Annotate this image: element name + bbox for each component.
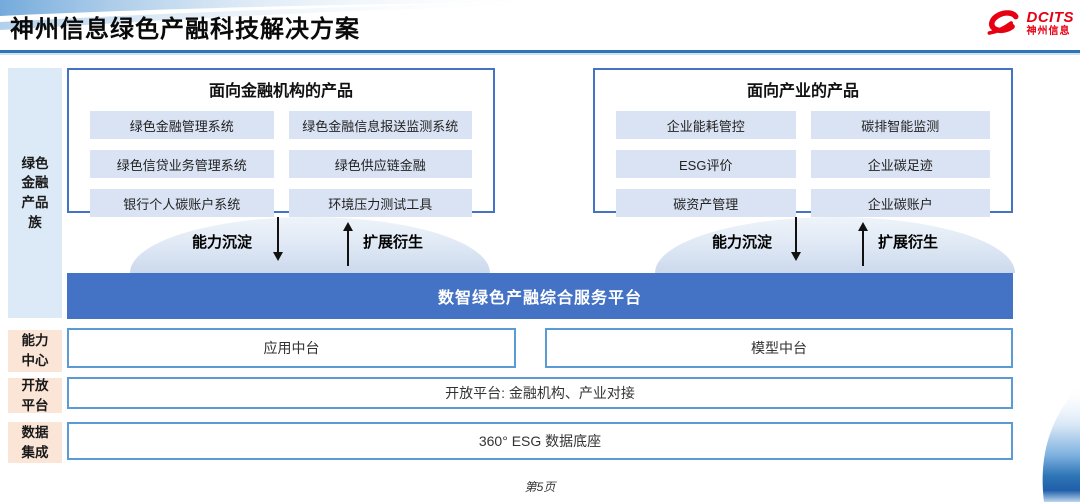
finance-product-item: 绿色金融管理系统 [90,111,274,139]
up-arrow-icon [858,222,868,266]
page-title: 神州信息绿色产融科技解决方案 [10,16,360,43]
digital-green-platform-bar: 数智绿色产融综合服务平台 [67,273,1013,319]
flow-label-expansion-derivation: 扩展衍生 [363,234,424,251]
finance-product-item: 绿色信贷业务管理系统 [90,150,274,178]
esg-data-base-box: 360° ESG 数据底座 [67,422,1013,460]
industry-product-item: ESG评价 [616,150,796,178]
industry-products-grid: 企业能耗管控 碳排智能监测 ESG评价 企业碳足迹 碳资产管理 企业碳账户 [616,111,990,217]
finance-products-box: 面向金融机构的产品 绿色金融管理系统 绿色金融信息报送监测系统 绿色信贷业务管理… [67,68,495,217]
sidebar-data-integration: 数据 集成 [8,422,62,463]
dcits-logo: DCITS 神州信息 [983,8,1075,38]
sidebar-green-finance-family: 绿色 金融 产品 族 [8,68,62,318]
open-platform-row-box: 开放平台: 金融机构、产业对接 [67,377,1013,409]
flow-label-capability-settling: 能力沉淀 [192,234,253,251]
sidebar-open-platform: 开放 平台 [8,378,62,413]
logo-brand-cn-text: 神州信息 [1026,25,1071,37]
finance-product-item: 银行个人碳账户系统 [90,189,274,217]
dcits-logo-icon [987,10,1018,35]
title-divider [0,50,1080,53]
industry-product-item: 企业能耗管控 [616,111,796,139]
industry-product-item: 企业碳足迹 [810,150,990,178]
finance-products-grid: 绿色金融管理系统 绿色金融信息报送监测系统 绿色信贷业务管理系统 绿色供应链金融… [90,111,472,217]
model-middle-platform-box: 模型中台 [545,328,1013,368]
finance-product-item: 绿色金融信息报送监测系统 [288,111,472,139]
page-number: 第5页 [524,480,556,494]
logo-brand-text: DCITS [1026,8,1074,26]
application-middle-platform-box: 应用中台 [67,328,516,368]
right-dome-decoration [655,217,1015,273]
flow-label-expansion-derivation: 扩展衍生 [878,234,939,251]
sidebar-capability-center: 能力 中心 [8,330,62,372]
finance-products-title: 面向金融机构的产品 [208,83,353,100]
industry-product-item: 碳排智能监测 [810,111,990,139]
title-divider-light [0,53,1080,55]
finance-product-item: 绿色供应链金融 [288,150,472,178]
flow-label-capability-settling: 能力沉淀 [712,234,773,251]
finance-product-item: 环境压力测试工具 [288,189,472,217]
industry-product-item: 企业碳账户 [810,189,990,217]
industry-products-title: 面向产业的产品 [746,83,859,100]
down-arrow-icon [791,217,801,261]
left-dome-decoration [130,217,490,273]
industry-product-item: 碳资产管理 [616,189,796,217]
industry-products-box: 面向产业的产品 企业能耗管控 碳排智能监测 ESG评价 企业碳足迹 碳资产管理 … [593,68,1013,217]
up-arrow-icon [343,222,353,266]
down-arrow-icon [273,217,283,261]
